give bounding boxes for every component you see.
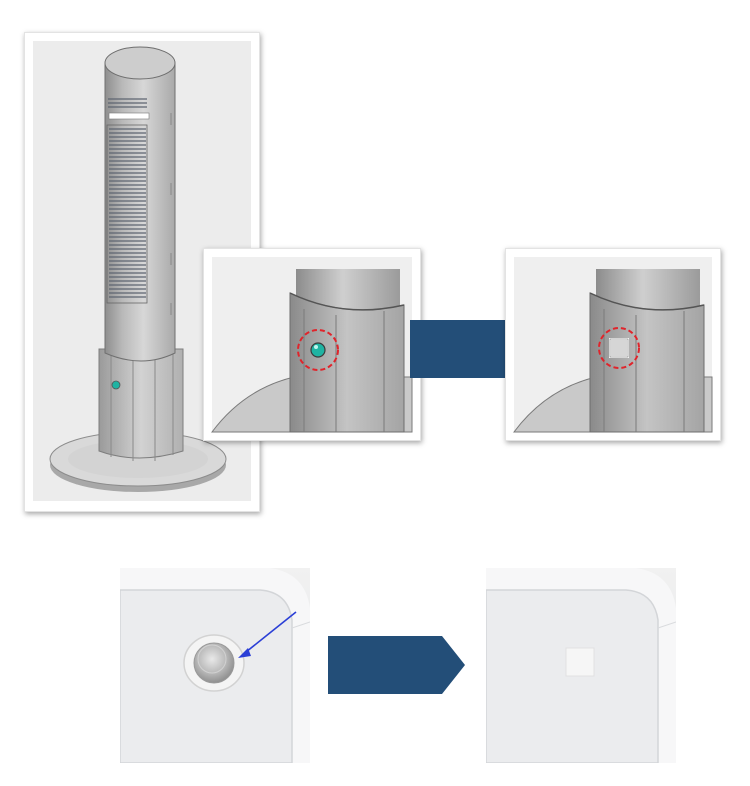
round-lens-photo [120, 568, 310, 763]
detail-before-panel [203, 248, 421, 441]
round-button-closeup [211, 257, 413, 433]
right-arrow-icon [328, 636, 465, 694]
photo-after-panel [486, 568, 676, 763]
pointer-arrow [245, 611, 297, 653]
photo-before-panel [120, 568, 310, 763]
fan-overview-panel [24, 32, 260, 512]
square-button-closeup [513, 257, 713, 433]
highlight-circle [598, 327, 640, 369]
square-lens-photo [486, 568, 676, 763]
highlight-circle [297, 329, 339, 371]
tower-fan-illustration [33, 41, 251, 501]
detail-after-panel [505, 248, 721, 441]
